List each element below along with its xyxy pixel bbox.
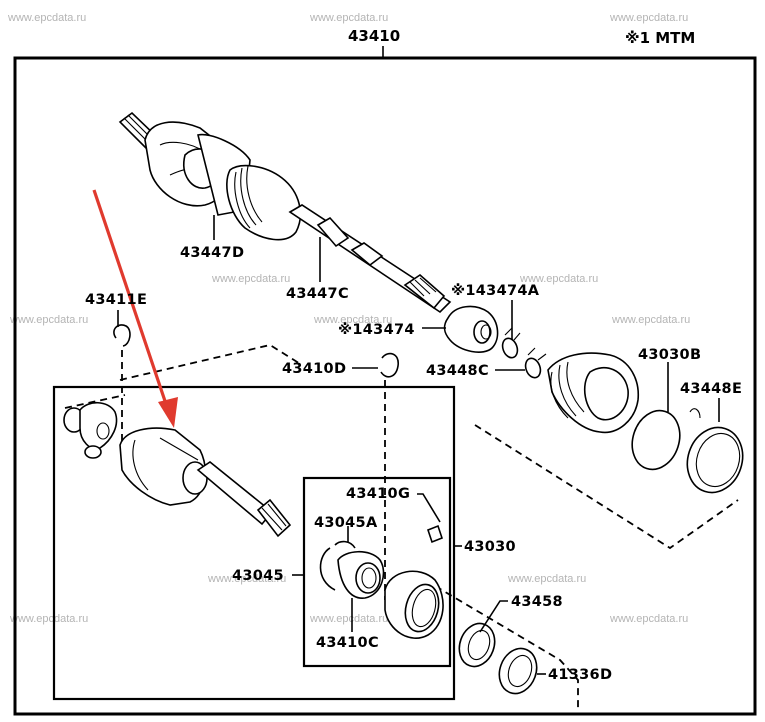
watermark: www.epcdata.ru <box>609 12 688 24</box>
seal-41336d <box>498 647 538 695</box>
watermark: www.epcdata.ru <box>519 273 598 285</box>
bearing-43045 <box>337 550 385 599</box>
clamps <box>501 327 547 379</box>
watermark: www.epcdata.ru <box>611 314 690 326</box>
label-43447d: 43447D <box>180 245 244 261</box>
label-143474: ※143474 <box>338 322 415 338</box>
inboard-boot <box>547 352 639 434</box>
label-43410d: 43410D <box>282 361 346 377</box>
large-boot-clamp <box>686 408 744 494</box>
inner-joint-frame <box>52 385 456 701</box>
watermark: www.epcdata.ru <box>207 573 286 585</box>
outer-cv-joint <box>118 111 452 314</box>
model-note: ※1 MTM <box>625 29 695 47</box>
boot-kit-frame <box>302 476 452 668</box>
label-43448c: 43448C <box>426 363 489 379</box>
seal-43458 <box>458 622 496 668</box>
watermarks: www.epcdata.ru www.epcdata.ru www.epcdat… <box>7 12 690 625</box>
label-41336d: 41336D <box>548 667 612 683</box>
assembly-guide-lines <box>64 344 739 712</box>
tripod-joint <box>63 401 118 459</box>
highlight-arrow <box>92 189 178 428</box>
pin-43410g <box>427 524 443 544</box>
label-43448e: 43448E <box>680 381 742 397</box>
watermark: www.epcdata.ru <box>507 573 586 585</box>
label-43045: 43045 <box>232 568 284 584</box>
assembly-number: 43410 <box>348 27 400 45</box>
watermark: www.epcdata.ru <box>313 314 392 326</box>
dynamic-damper <box>443 305 499 353</box>
label-43410c: 43410C <box>316 635 379 651</box>
label-43030: 43030 <box>464 539 516 555</box>
assembly-frame <box>13 56 757 716</box>
label-43447c: 43447C <box>286 286 349 302</box>
boot-ring <box>631 409 681 471</box>
label-43045a: 43045A <box>314 515 378 531</box>
label-43458: 43458 <box>511 594 563 610</box>
watermark: www.epcdata.ru <box>211 273 290 285</box>
watermark: www.epcdata.ru <box>9 314 88 326</box>
label-43411e: 43411E <box>85 292 147 308</box>
snap-ring-43411e <box>113 324 131 347</box>
label-143474a: ※143474A <box>451 283 540 299</box>
boot-43030 <box>384 570 444 639</box>
inner-shaft-spline <box>256 498 292 538</box>
inner-joint-housing <box>119 427 292 538</box>
clip-43045a <box>319 547 336 591</box>
part-labels: 43447D 43447C ※143474A ※143474 43411E 43… <box>85 245 742 683</box>
label-43030b: 43030B <box>638 347 701 363</box>
watermark: www.epcdata.ru <box>309 12 388 24</box>
watermark: www.epcdata.ru <box>7 12 86 24</box>
watermark: www.epcdata.ru <box>309 613 388 625</box>
watermark: www.epcdata.ru <box>609 613 688 625</box>
outer-boot <box>226 164 302 241</box>
shaft-spline <box>403 273 446 310</box>
snap-ring-43410d <box>380 352 399 378</box>
watermark: www.epcdata.ru <box>9 613 88 625</box>
label-43410g: 43410G <box>346 486 410 502</box>
leader-lines <box>117 215 720 675</box>
